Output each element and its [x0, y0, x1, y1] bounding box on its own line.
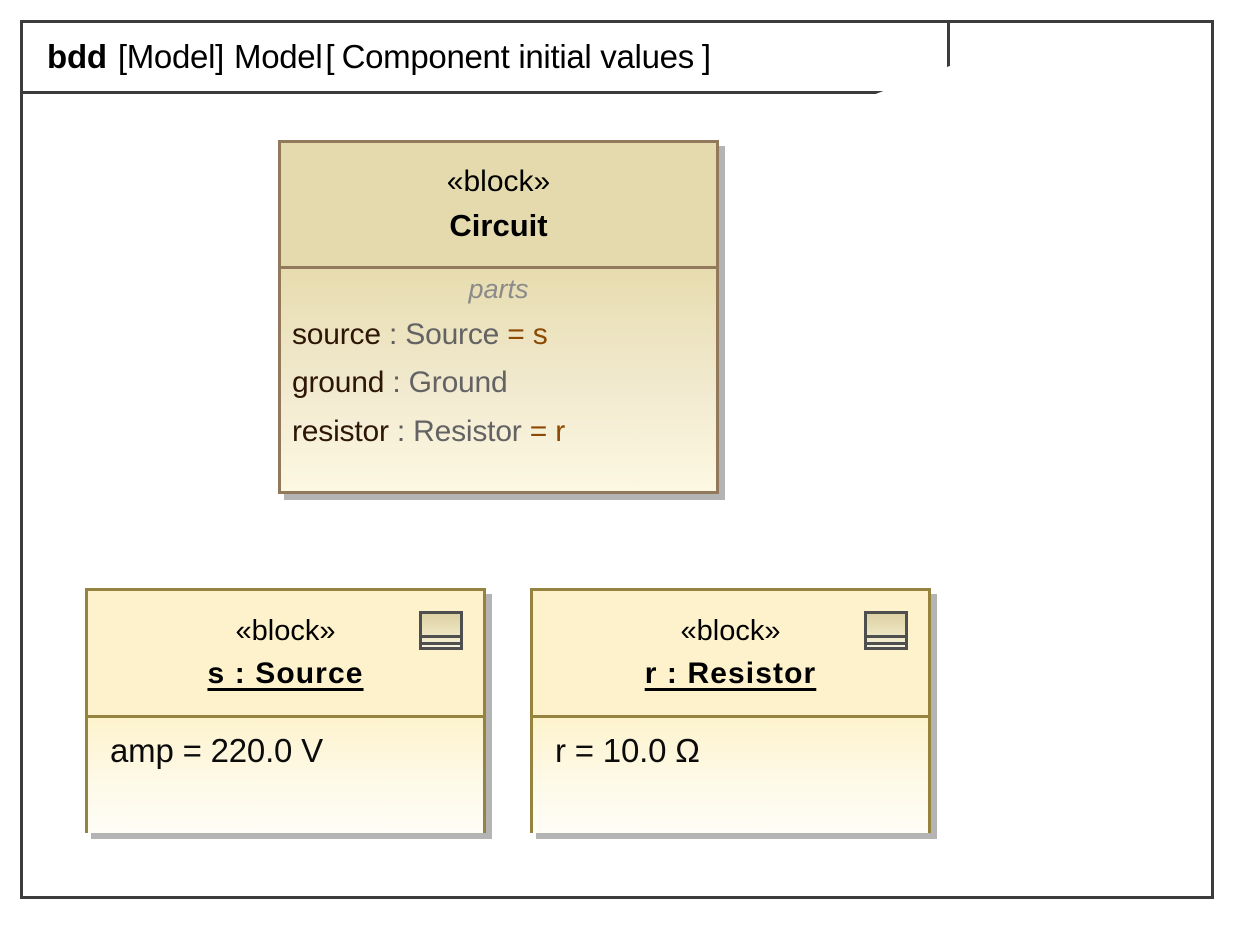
resistor-instance-block[interactable]: «block» r : Resistor r = 10.0 Ω [530, 588, 931, 833]
part-type: Source [405, 317, 500, 351]
part-separator: : [396, 414, 406, 448]
circuit-block[interactable]: «block» Circuit parts source : Source = … [278, 140, 719, 494]
block-icon-line [867, 642, 905, 645]
source-instance-values: amp = 220.0 V [88, 718, 483, 833]
source-instance-stereotype: «block» [235, 615, 336, 648]
circuit-block-name: Circuit [449, 207, 548, 243]
block-icon-line [867, 635, 905, 638]
diagram-label: Component initial values [341, 38, 695, 75]
resistor-instance-value-r[interactable]: r = 10.0 Ω [555, 732, 700, 769]
source-instance-header: «block» s : Source [88, 591, 483, 718]
part-equals: = [529, 414, 548, 448]
diagram-kind-label: bdd [47, 38, 107, 75]
part-type: Resistor [413, 414, 522, 448]
part-value: s [532, 317, 548, 351]
block-icon-line [422, 642, 460, 645]
resistor-instance-values: r = 10.0 Ω [533, 718, 928, 833]
part-value: r [555, 414, 566, 448]
circuit-block-header: «block» Circuit [281, 143, 716, 269]
parts-list: source : Source = s ground : Ground resi… [281, 311, 716, 457]
block-instance-icon [419, 611, 463, 650]
part-equals: = [507, 317, 525, 351]
resistor-instance-header: «block» r : Resistor [533, 591, 928, 718]
source-instance-name: s : Source [207, 657, 364, 691]
block-instance-icon [864, 611, 908, 650]
part-name: resistor [292, 414, 389, 448]
diagram-header-tab [20, 20, 950, 94]
part-type: Ground [408, 366, 508, 400]
part-name: source [292, 317, 381, 351]
part-row[interactable]: resistor : Resistor = r [292, 408, 716, 457]
resistor-instance-stereotype: «block» [680, 615, 781, 648]
circuit-stereotype: «block» [446, 165, 551, 199]
circuit-parts-compartment: parts source : Source = s ground : Groun… [281, 269, 716, 491]
source-instance-value-amp[interactable]: amp = 220.0 V [110, 732, 323, 769]
part-row[interactable]: ground : Ground [292, 359, 716, 408]
parts-compartment-label: parts [468, 274, 529, 304]
diagram-model-name: Model [234, 38, 323, 75]
part-separator: : [392, 366, 401, 400]
part-row[interactable]: source : Source = s [292, 311, 716, 360]
diagram-label-close-bracket: ] [701, 38, 712, 75]
resistor-instance-name: r : Resistor [644, 657, 817, 691]
part-separator: : [389, 317, 398, 351]
source-instance-block[interactable]: «block» s : Source amp = 220.0 V [85, 588, 486, 833]
part-name: ground [292, 366, 385, 400]
diagram-header-text: bdd [Model] Model [ Component initial va… [20, 20, 950, 94]
diagram-label-open-bracket: [ [325, 38, 335, 75]
block-icon-line [422, 635, 460, 638]
diagram-scope-label: [Model] [117, 38, 224, 75]
